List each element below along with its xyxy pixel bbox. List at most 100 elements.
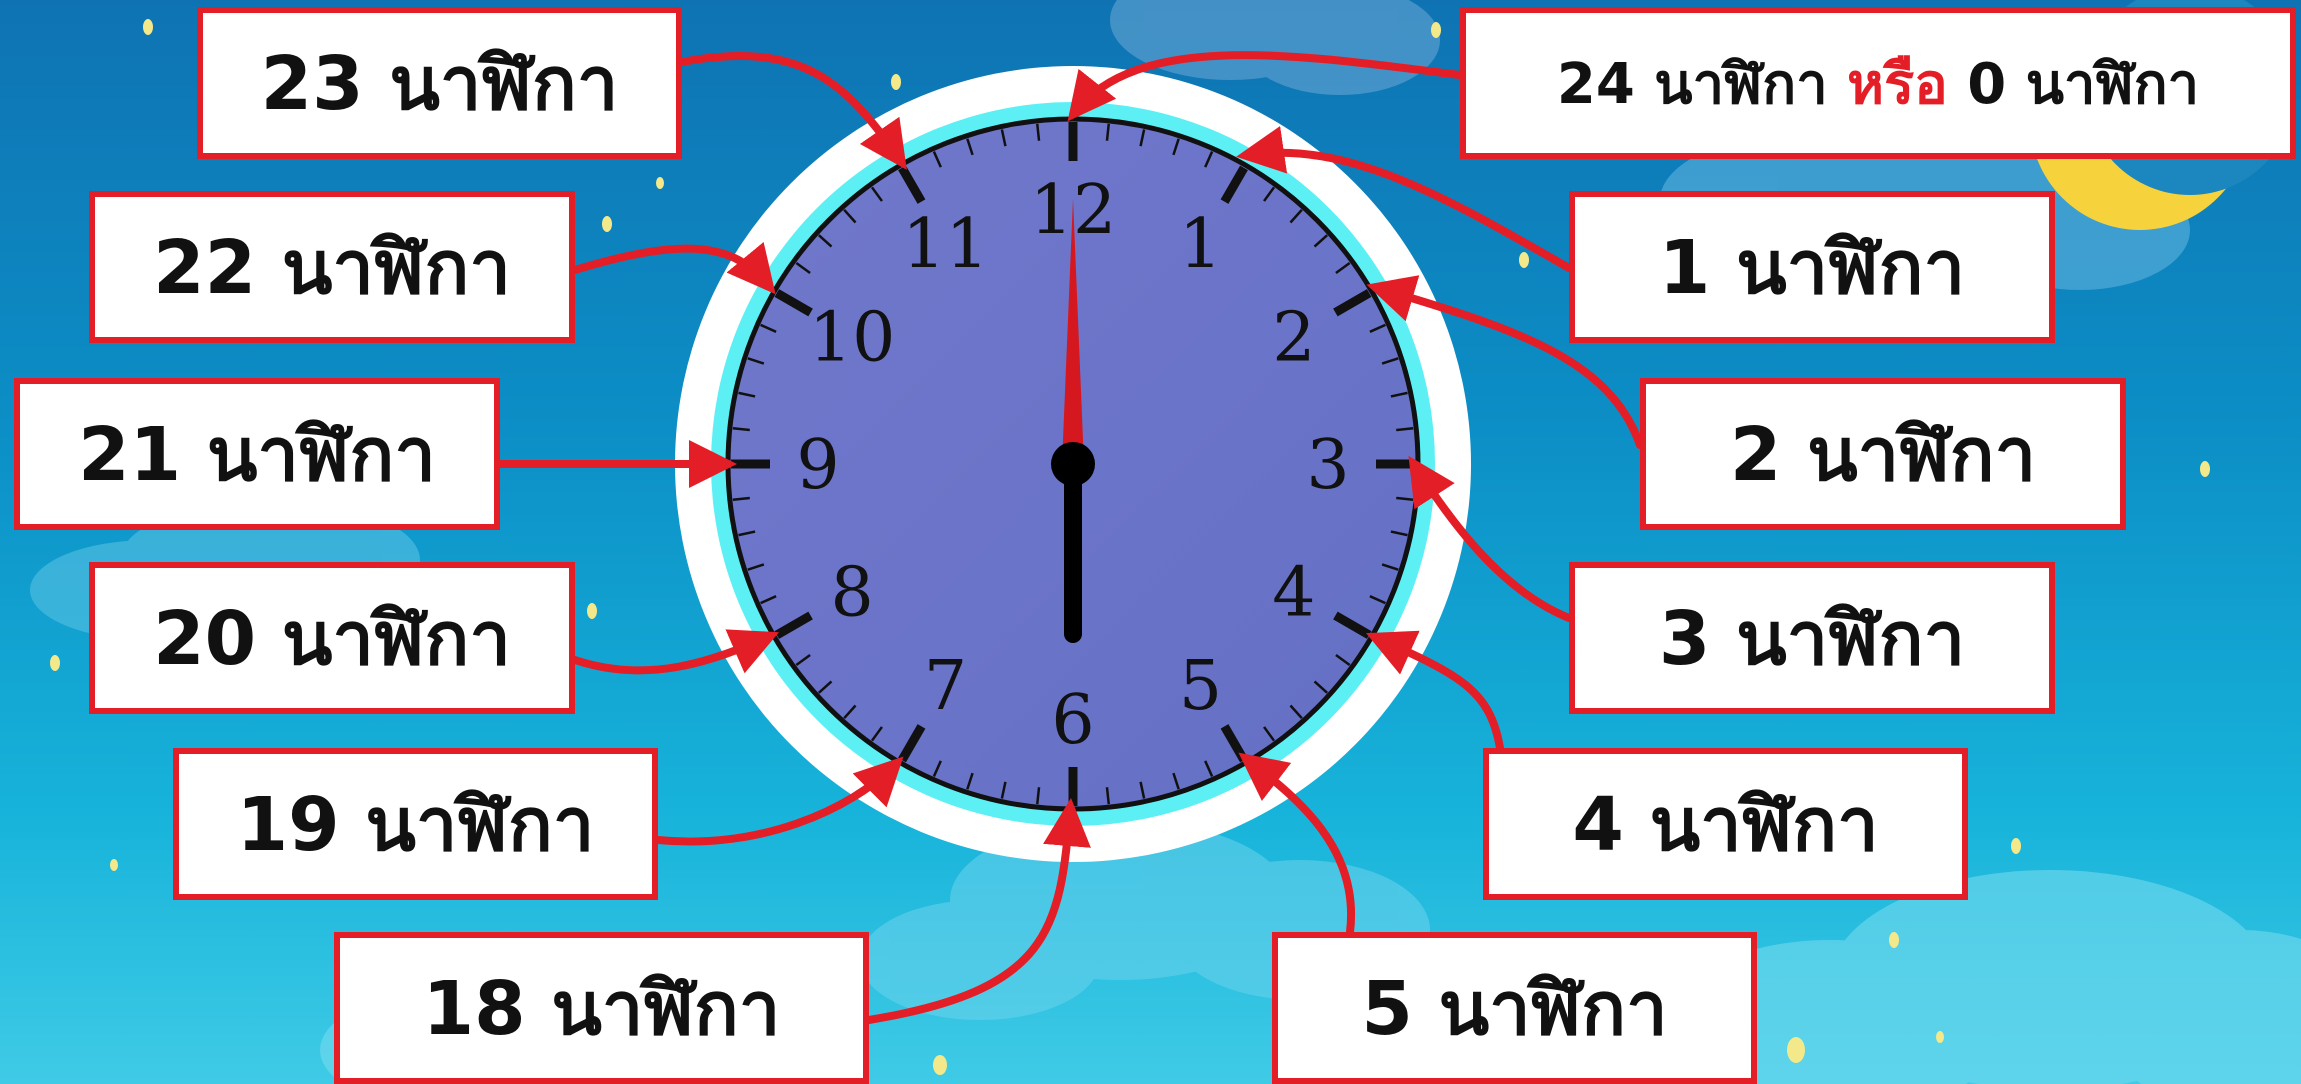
clock-numeral-9: 9 — [796, 426, 839, 505]
clock-minute-tick — [760, 595, 777, 605]
label-hour-5-text: 5 นาฬิกา — [1361, 966, 1668, 1052]
clock-minute-tick — [795, 654, 811, 667]
arrow-hour-3 — [1408, 455, 1573, 622]
clock-numeral-1: 1 — [1179, 205, 1222, 284]
clock-minute-tick — [1289, 209, 1303, 224]
clock-minute-tick — [1313, 234, 1328, 248]
label-hour-20-text: 20 นาฬิกา — [153, 596, 511, 682]
clock-numeral-10: 10 — [809, 299, 896, 378]
clock-minute-tick — [1036, 123, 1041, 141]
clock-hour-tick — [1333, 289, 1372, 317]
arrow-hour-1 — [1236, 126, 1573, 272]
label-hour-19-text: 19 นาฬิกา — [236, 782, 595, 868]
label-hour-21-text: 21 นาฬิกา — [78, 412, 436, 498]
arrow-hour-18 — [865, 798, 1091, 1024]
label-hour-2-text: 2 นาฬิกา — [1729, 412, 2037, 498]
clock-minute-tick — [1105, 123, 1110, 141]
label-hour-22: 22 นาฬิกา — [89, 191, 575, 343]
clock-minute-tick — [1000, 129, 1007, 147]
clock-minute-tick — [738, 391, 756, 398]
clock-center-hub — [1051, 442, 1095, 486]
clock-minute-tick — [818, 234, 833, 248]
label-hour-24-or-0: 24 นาฬิกา หรือ 0 นาฬิกา — [1460, 7, 2296, 159]
label-hour-21: 21 นาฬิกา — [14, 378, 500, 530]
clock-numeral-8: 8 — [831, 554, 874, 633]
clock-minute-tick — [1335, 261, 1351, 274]
clock-minute-tick — [747, 563, 765, 571]
clock-minute-hand — [1062, 199, 1084, 464]
label-hour-20: 20 นาฬิกา — [89, 562, 575, 714]
clock-minute-tick — [1381, 357, 1399, 365]
arrow-hour-2 — [1366, 275, 1644, 449]
label-hour-4-text: 4 นาฬิกา — [1572, 782, 1879, 868]
clock-minute-tick — [1036, 787, 1041, 805]
clock-minute-tick — [966, 772, 974, 790]
label-hour-3: 3 นาฬิกา — [1569, 562, 2055, 714]
clock-minute-tick — [1105, 787, 1110, 805]
clock-hour-tick — [898, 165, 926, 204]
label-hour-18: 18 นาฬิกา — [334, 932, 869, 1084]
clock-minute-tick — [1263, 726, 1276, 742]
clock-minute-tick — [1139, 781, 1146, 799]
clock-minute-tick — [1335, 654, 1351, 667]
clock-minute-tick — [747, 357, 765, 365]
label-or-word: หรือ — [1847, 51, 1948, 117]
clock-numeral-4: 4 — [1272, 554, 1315, 633]
clock-minute-tick — [732, 496, 750, 501]
label-hour-24-text: 24 นาฬิกา — [1556, 51, 1828, 117]
arrow-hour-5 — [1238, 752, 1356, 936]
label-hour-5: 5 นาฬิกา — [1272, 932, 1757, 1084]
label-hour-1-text: 1 นาฬิกา — [1658, 225, 1966, 311]
clock-hands — [1051, 199, 1095, 643]
clock-numeral-7: 7 — [924, 647, 967, 726]
clock-minute-tick — [1390, 530, 1408, 537]
label-hour-1: 1 นาฬิกา — [1569, 191, 2055, 343]
clock-minute-tick — [795, 261, 811, 274]
clock-minute-tick — [1204, 760, 1214, 777]
clock-minute-tick — [1139, 129, 1146, 147]
clock-minute-tick — [1204, 151, 1214, 168]
clock-numeral-3: 3 — [1306, 426, 1349, 505]
label-hour-0-text: 0 นาฬิกา — [1967, 51, 2200, 117]
clock-numeral-5: 5 — [1179, 647, 1222, 726]
clock-minute-tick — [1289, 704, 1303, 719]
clock-minute-tick — [1369, 323, 1386, 333]
clock-minute-tick — [1396, 427, 1414, 432]
clock-numeral-11: 11 — [902, 205, 989, 284]
arrow-hour-4 — [1366, 630, 1504, 752]
arrow-hour-22 — [571, 241, 776, 295]
clock-numeral-2: 2 — [1272, 299, 1315, 378]
clock-ticks — [731, 122, 1415, 806]
clock-numeral-6: 6 — [1051, 681, 1094, 760]
clock-minute-tick — [932, 760, 942, 777]
label-hour-19: 19 นาฬิกา — [173, 748, 658, 900]
clock-minute-tick — [1172, 138, 1180, 156]
label-hour-23-text: 23 นาฬิกา — [260, 41, 619, 127]
clock-minute-tick — [843, 209, 857, 224]
clock-hour-tick — [774, 611, 813, 639]
clock-minute-tick — [1313, 680, 1328, 694]
clock-minute-tick — [818, 680, 833, 694]
clock-minute-tick — [1172, 772, 1180, 790]
clock-minute-tick — [1381, 563, 1399, 571]
clock-minute-tick — [1369, 595, 1386, 605]
clock-minute-tick — [1390, 391, 1408, 398]
clock-minute-tick — [1263, 186, 1276, 202]
arrow-hour-19 — [654, 756, 904, 846]
clock-hour-tick — [1333, 611, 1372, 639]
clock-minute-tick — [932, 151, 942, 168]
label-hour-2: 2 นาฬิกา — [1640, 378, 2126, 530]
label-hour-22-text: 22 นาฬิกา — [153, 225, 511, 311]
clock-hour-tick — [898, 724, 926, 763]
clock-minute-tick — [966, 138, 974, 156]
clock-minute-tick — [843, 704, 857, 719]
clock-minute-tick — [870, 726, 883, 742]
label-hour-23: 23 นาฬิกา — [197, 7, 682, 159]
arrow-hour-20 — [571, 629, 780, 675]
clock-minute-tick — [732, 427, 750, 432]
clock-minute-tick — [738, 530, 756, 537]
label-hour-4: 4 นาฬิกา — [1483, 748, 1968, 900]
clock-minute-tick — [870, 186, 883, 202]
